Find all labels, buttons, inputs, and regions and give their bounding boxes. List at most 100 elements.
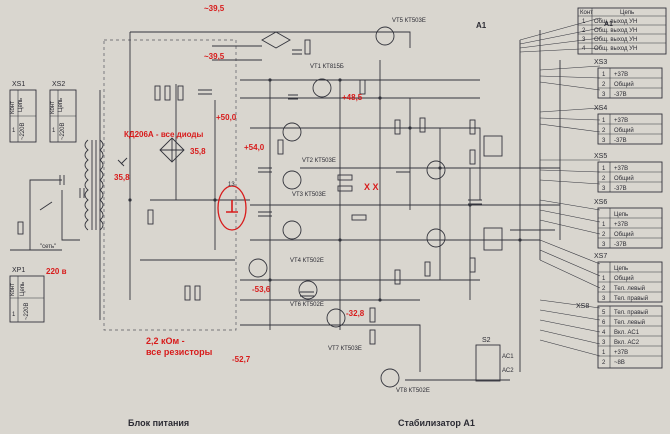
transistor-label-vt6: VT6 КТ502Е bbox=[290, 302, 324, 308]
s2-title: S2 bbox=[482, 337, 491, 344]
xp1-row1-contact: 1 bbox=[12, 312, 16, 318]
xs7-table: XS7 Цепь 1 Общий 2 Тел. левый 3 Тел. пра… bbox=[594, 253, 663, 303]
xs6-row1-circuit: +37В bbox=[614, 222, 628, 228]
xs2-head-contact: Конт bbox=[50, 101, 56, 114]
xs4-row3-contact: 3 bbox=[602, 138, 606, 144]
xs1-row1-circuit: ~220В bbox=[20, 122, 26, 140]
a1-table: A1 Конт Цепь 1 Общ. выход УН 2 Общ. выхо… bbox=[577, 7, 667, 55]
s2-label-ac1: АС1 bbox=[502, 354, 514, 360]
relay-contacts bbox=[475, 135, 503, 382]
a1-head-contact: Конт bbox=[580, 10, 593, 16]
a1-row2-circuit: Общ. выход УН bbox=[594, 28, 637, 34]
annotation-v-top2: ~39,5 bbox=[204, 52, 225, 61]
annotation-v-52: -52,7 bbox=[232, 355, 251, 364]
xs6-row2-circuit: Общий bbox=[614, 231, 634, 238]
xp1-table: XP1 Конт Цепь 1 ~220В bbox=[9, 267, 45, 323]
stabilizer-id-label: А1 bbox=[476, 21, 487, 30]
junction-dots bbox=[128, 78, 522, 302]
xs1-row1-contact: 1 bbox=[12, 128, 16, 134]
caption-network: "сеть" bbox=[40, 244, 56, 250]
a1-row3-circuit: Общ. выход УН bbox=[594, 37, 637, 43]
xs3-row3-contact: 3 bbox=[602, 92, 606, 98]
xs6-title: XS6 bbox=[594, 199, 607, 206]
xs8-row2-contact: 6 bbox=[602, 320, 606, 326]
a1-row4-circuit: Общ. выход УН bbox=[594, 46, 637, 52]
annotation-v-35-8b: 35,8 bbox=[114, 173, 130, 182]
xs2-table: XS2 Конт Цепь 1 ~220В bbox=[49, 81, 77, 143]
power-unit-frame bbox=[103, 39, 237, 331]
xs8-title: XS8 bbox=[576, 303, 589, 310]
a1-row1-contact: 1 bbox=[582, 19, 586, 25]
transformer-tv bbox=[84, 139, 104, 231]
xs8-row1-contact: 5 bbox=[602, 310, 606, 316]
transistor-label-vt3: VT3 КТ503Е bbox=[292, 192, 326, 198]
xs4-table: XS4 1 +37В 2 Общий 3 -37В bbox=[594, 105, 663, 145]
xs2-head-circuit: Цепь bbox=[58, 98, 64, 112]
xs6-row1-contact: 1 bbox=[602, 222, 606, 228]
resistors bbox=[147, 39, 476, 345]
xs6-table: XS6 Цепь 1 +37В 2 Общий 3 -37В bbox=[594, 199, 663, 249]
xs4-row3-circuit: -37В bbox=[614, 138, 627, 144]
xs7-row2-circuit: Тел. левый bbox=[614, 285, 645, 292]
xp1-head-circuit: Цепь bbox=[20, 282, 26, 296]
annotation-v-top1: ~39,5 bbox=[204, 4, 225, 13]
xs5-table: XS5 1 +37В 2 Общий 3 -37В bbox=[594, 153, 663, 193]
xs5-row1-circuit: +37В bbox=[614, 166, 628, 172]
xs7-row3-contact: 3 bbox=[602, 296, 606, 302]
xs7-row1-contact: 1 bbox=[602, 276, 606, 282]
red-circle-mark bbox=[217, 185, 247, 231]
xs5-row1-contact: 1 bbox=[602, 166, 606, 172]
a1-row2-contact: 2 bbox=[582, 28, 586, 34]
xs3-row1-circuit: +37В bbox=[614, 72, 628, 78]
xs3-title: XS3 bbox=[594, 59, 607, 66]
xs4-row2-contact: 2 bbox=[602, 128, 606, 134]
annotation-v-48: +48,5 bbox=[342, 93, 363, 102]
xp1-head-contact: Конт bbox=[10, 283, 16, 296]
wiring bbox=[29, 17, 601, 381]
xs8-row3-contact: 4 bbox=[602, 330, 606, 336]
xs6-row3-circuit: -37В bbox=[614, 242, 627, 248]
xs8-table: XS8 5 Тел. правый 6 Тел. левый 4 Вкл. АС… bbox=[576, 303, 663, 369]
xs3-table: XS3 1 +37В 2 Общий 3 -37В bbox=[594, 59, 663, 99]
xs7-head-circuit: Цепь bbox=[614, 266, 628, 272]
xs8-row2-circuit: Тел. левый bbox=[614, 319, 645, 326]
xs6-head-circuit: Цепь bbox=[614, 212, 628, 218]
xs8-row3-circuit: Вкл. АС1 bbox=[614, 330, 640, 336]
s2-switch: S2 АС1 АС2 bbox=[482, 337, 514, 374]
xs4-row2-circuit: Общий bbox=[614, 127, 634, 134]
transistor-label-vt5: VT5 КТ503Е bbox=[392, 18, 426, 24]
xs1-title: XS1 bbox=[12, 81, 25, 88]
xs8-row4-circuit: Вкл. АС2 bbox=[614, 340, 640, 346]
a1-row3-contact: 3 bbox=[582, 37, 586, 43]
transistor-label-vt2: VT2 КТ503Е bbox=[302, 158, 336, 164]
transistor-label-vt4: VT4 КТ502Е bbox=[290, 258, 324, 264]
capacitors bbox=[59, 49, 482, 297]
xs1-head-contact: Конт bbox=[10, 101, 16, 114]
annotation-v-35-8a: 35,8 bbox=[190, 147, 206, 156]
annotation-diodes-note: КД206А - все диоды bbox=[124, 130, 204, 139]
a1-title: A1 bbox=[604, 21, 613, 28]
annotation-v-50: +50,0 bbox=[216, 113, 237, 122]
xs1-table: XS1 Конт Цепь 1 ~220В bbox=[9, 81, 37, 143]
xs3-row1-contact: 1 bbox=[602, 72, 606, 78]
annotation-x-marks: X X bbox=[364, 182, 379, 192]
red-ground-mark bbox=[226, 200, 238, 213]
xs5-title: XS5 bbox=[594, 153, 607, 160]
xs8-row1-circuit: Тел. правый bbox=[614, 309, 648, 316]
xs7-row2-contact: 2 bbox=[602, 286, 606, 292]
annotation-v-54: +54,0 bbox=[244, 143, 265, 152]
xs3-row2-contact: 2 bbox=[602, 82, 606, 88]
diode-bridge bbox=[117, 31, 291, 167]
xs6-row2-contact: 2 bbox=[602, 232, 606, 238]
resistors-note-line2: все резисторы bbox=[146, 347, 213, 357]
xs4-row1-contact: 1 bbox=[602, 118, 606, 124]
transistor-label-vt1: VT1 КТ815Б bbox=[310, 64, 344, 70]
caption-stabilizer: Стабилизатор А1 bbox=[398, 418, 475, 428]
xs8-row5-circuit: +37В bbox=[614, 350, 628, 356]
transistor-label-vt8: VT8 КТ502Е bbox=[396, 388, 430, 394]
xs7-row1-circuit: Общий bbox=[614, 275, 634, 282]
annotation-v-53: -53,6 bbox=[252, 285, 271, 294]
xs8-row6-contact: 2 bbox=[602, 360, 606, 366]
a1-head-circuit: Цепь bbox=[620, 10, 634, 16]
